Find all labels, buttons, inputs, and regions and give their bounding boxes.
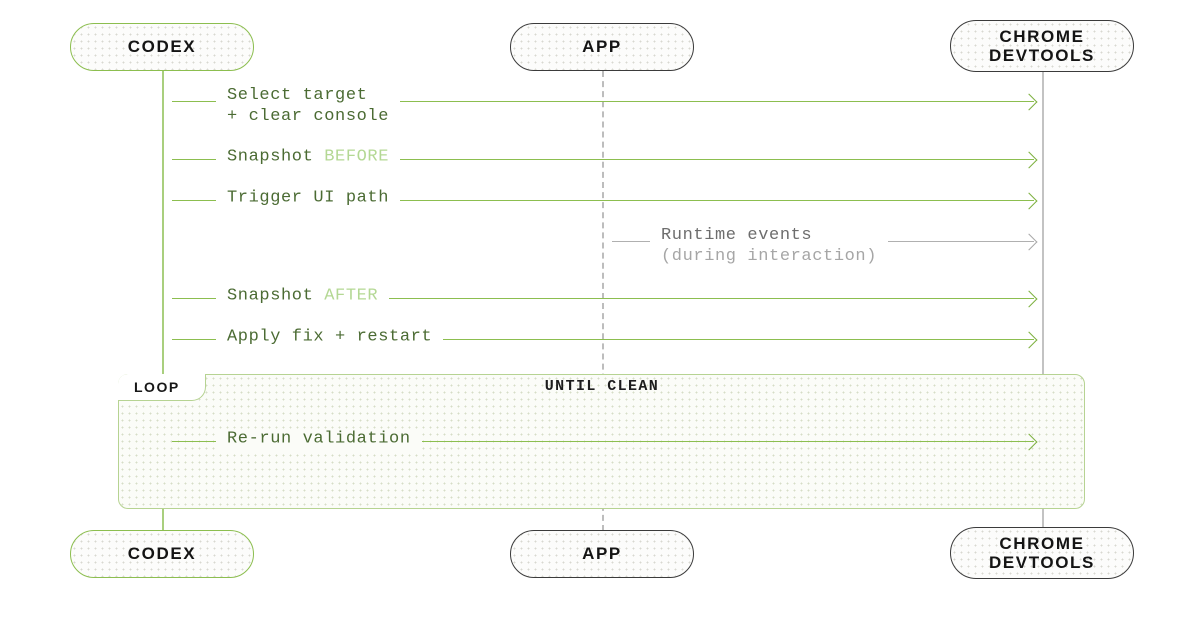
message-line-trigger-ui-path — [172, 200, 1034, 201]
message-line-snapshot-before — [172, 159, 1034, 160]
actor-box-codex-bottom[interactable]: CODEX — [70, 530, 254, 578]
message-label-trigger-ui-path: Trigger UI path — [216, 188, 401, 210]
message-line-snapshot-after — [172, 298, 1034, 299]
message-label-snapshot-before: Snapshot BEFORE — [216, 147, 401, 169]
actor-label-codex-bottom: CODEX — [127, 544, 197, 564]
loop-tab: LOOP — [118, 374, 206, 401]
arrowhead-icon-trigger-ui-path — [1020, 192, 1038, 210]
message-accent-after: AFTER — [324, 286, 379, 306]
message-line-apply-fix-restart — [172, 339, 1034, 340]
lifeline-devtools — [1042, 72, 1044, 531]
actor-label-app-bottom: APP — [582, 544, 622, 564]
actor-box-devtools-top[interactable]: CHROME DEVTOOLS — [950, 20, 1134, 72]
message-label-apply-fix-restart: Apply fix + restart — [216, 327, 444, 349]
lifeline-codex — [162, 71, 164, 531]
actor-label-codex-top: CODEX — [127, 37, 197, 57]
actor-label-app-top: APP — [582, 37, 622, 57]
message-label-snapshot-after: Snapshot AFTER — [216, 286, 390, 308]
actor-box-app-bottom[interactable]: APP — [510, 530, 694, 578]
message-line-re-run-validation — [172, 441, 1034, 442]
message-sublabel-runtime-events: (during interaction) — [661, 246, 878, 266]
actor-label-devtools-top: CHROME DEVTOOLS — [988, 26, 1095, 65]
arrowhead-icon-select-target — [1020, 93, 1038, 111]
message-label-runtime-events: Runtime events(during interaction) — [650, 225, 889, 268]
message-line-select-target — [172, 101, 1034, 102]
actor-box-devtools-bottom[interactable]: CHROME DEVTOOLS — [950, 527, 1134, 579]
loop-condition-label: UNTIL CLEAN — [544, 378, 660, 395]
arrowhead-icon-snapshot-before — [1020, 151, 1038, 169]
message-label-select-target: Select target+ clear console — [216, 85, 401, 128]
arrowhead-icon-snapshot-after — [1020, 290, 1038, 308]
message-accent-before: BEFORE — [324, 147, 390, 167]
loop-tab-label: LOOP — [134, 379, 180, 395]
actor-label-devtools-bottom: CHROME DEVTOOLS — [988, 533, 1095, 572]
message-label-re-run-validation: Re-run validation — [216, 429, 422, 451]
lifeline-app — [602, 71, 604, 531]
actor-box-app-top[interactable]: APP — [510, 23, 694, 71]
arrowhead-icon-runtime-events — [1020, 233, 1038, 251]
arrowhead-icon-apply-fix-restart — [1020, 331, 1038, 349]
actor-box-codex-top[interactable]: CODEX — [70, 23, 254, 71]
